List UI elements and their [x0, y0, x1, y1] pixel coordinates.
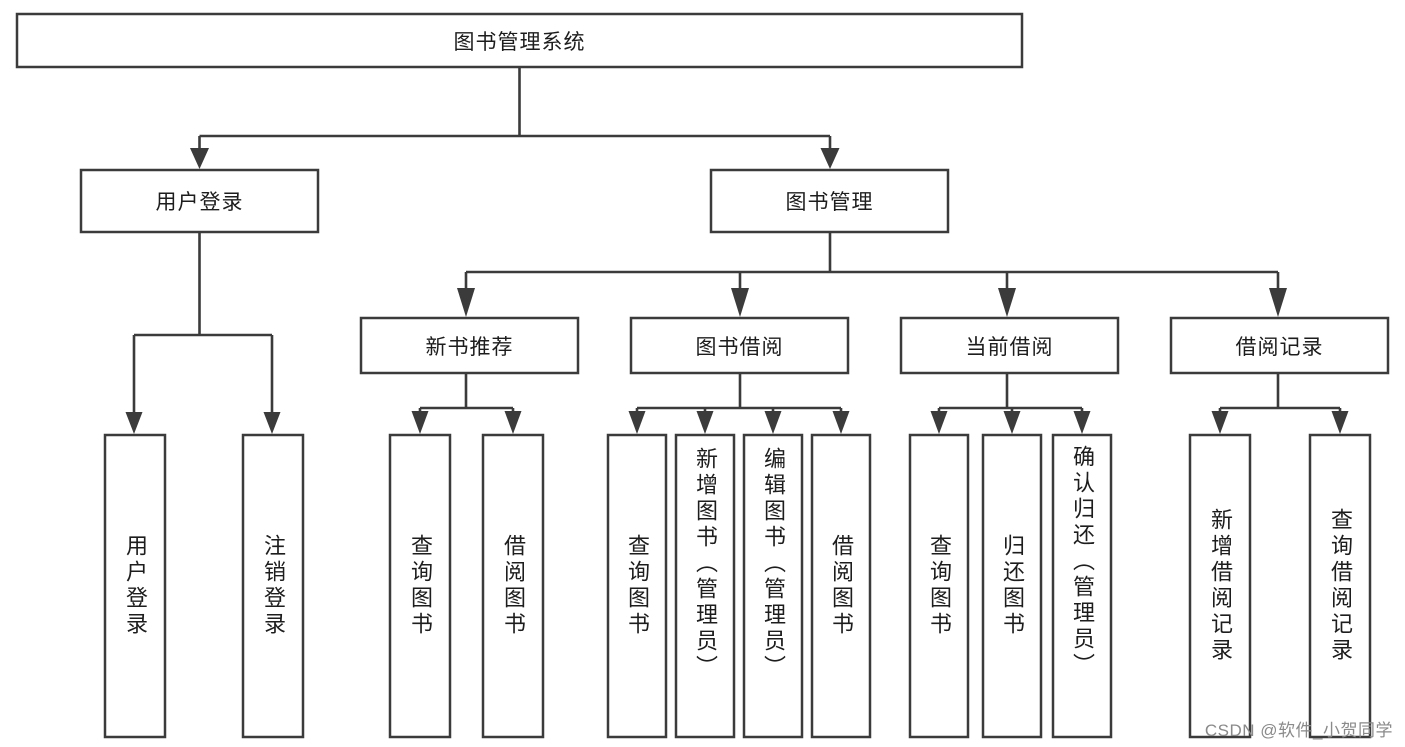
- arrow-root-to-user-login: [190, 148, 209, 169]
- arrow-nbr-to-query-book: [411, 411, 429, 434]
- arrow-cb-to-return-book: [1003, 411, 1021, 434]
- node-box-leaf-return-book[interactable]: [981, 433, 1043, 739]
- arrow-root-to-book-manage: [820, 148, 840, 169]
- node-box-borrow-record[interactable]: [1169, 316, 1390, 375]
- arrow-br-to-add-record: [1211, 411, 1229, 434]
- node-box-leaf-query-record[interactable]: [1308, 433, 1372, 739]
- arrow-nbr-to-borrow-book: [504, 411, 522, 434]
- csdn-watermark: CSDN @软件_小贺同学: [1204, 721, 1393, 740]
- edge-group-borrow-record: [1211, 373, 1349, 434]
- node-box-leaf-borrow-book-2[interactable]: [810, 433, 872, 739]
- arrow-bm-to-borrow-record: [1269, 288, 1287, 317]
- arrow-bm-to-current-borrow: [998, 288, 1016, 317]
- edge-group-book-borrow: [628, 373, 850, 434]
- node-box-leaf-query-book-2[interactable]: [606, 433, 668, 739]
- node-box-leaf-borrow-book-1[interactable]: [481, 433, 545, 739]
- node-box-leaf-logout[interactable]: [241, 433, 305, 739]
- edge-group-user-login: [125, 232, 281, 434]
- node-box-leaf-confirm-return[interactable]: [1051, 433, 1113, 739]
- arrow-bb-to-edit-book: [764, 411, 782, 434]
- edge-group-current-borrow: [930, 373, 1091, 434]
- edge-group-root: [190, 67, 840, 169]
- arrow-cb-to-query-book: [930, 411, 948, 434]
- arrow-bb-to-query-book: [628, 411, 646, 434]
- node-box-leaf-add-record[interactable]: [1188, 433, 1252, 739]
- arrow-bb-to-borrow-book: [832, 411, 850, 434]
- node-box-book-borrow[interactable]: [629, 316, 850, 375]
- arrow-bm-to-new-book-rec: [457, 288, 475, 317]
- arrow-ul-to-leaf-user-login: [125, 412, 143, 434]
- arrow-bb-to-add-book: [696, 411, 714, 434]
- node-box-leaf-edit-book[interactable]: [742, 433, 804, 739]
- arrow-bm-to-book-borrow: [731, 288, 749, 317]
- node-box-current-borrow[interactable]: [899, 316, 1120, 375]
- node-box-leaf-user-login[interactable]: [103, 433, 167, 739]
- node-box-new-book-rec[interactable]: [359, 316, 580, 375]
- edge-group-new-book-rec: [411, 373, 522, 434]
- node-box-leaf-query-book-3[interactable]: [908, 433, 970, 739]
- node-box-user-login[interactable]: [79, 168, 320, 234]
- node-box-leaf-query-book-1[interactable]: [388, 433, 452, 739]
- node-box-book-manage[interactable]: [709, 168, 950, 234]
- edge-group-book-manage: [457, 232, 1287, 317]
- arrow-br-to-query-record: [1331, 411, 1349, 434]
- arrow-ul-to-leaf-logout: [263, 412, 281, 434]
- arrow-cb-to-confirm-return: [1073, 411, 1091, 434]
- node-box-root[interactable]: [15, 12, 1024, 69]
- node-box-leaf-add-book[interactable]: [674, 433, 736, 739]
